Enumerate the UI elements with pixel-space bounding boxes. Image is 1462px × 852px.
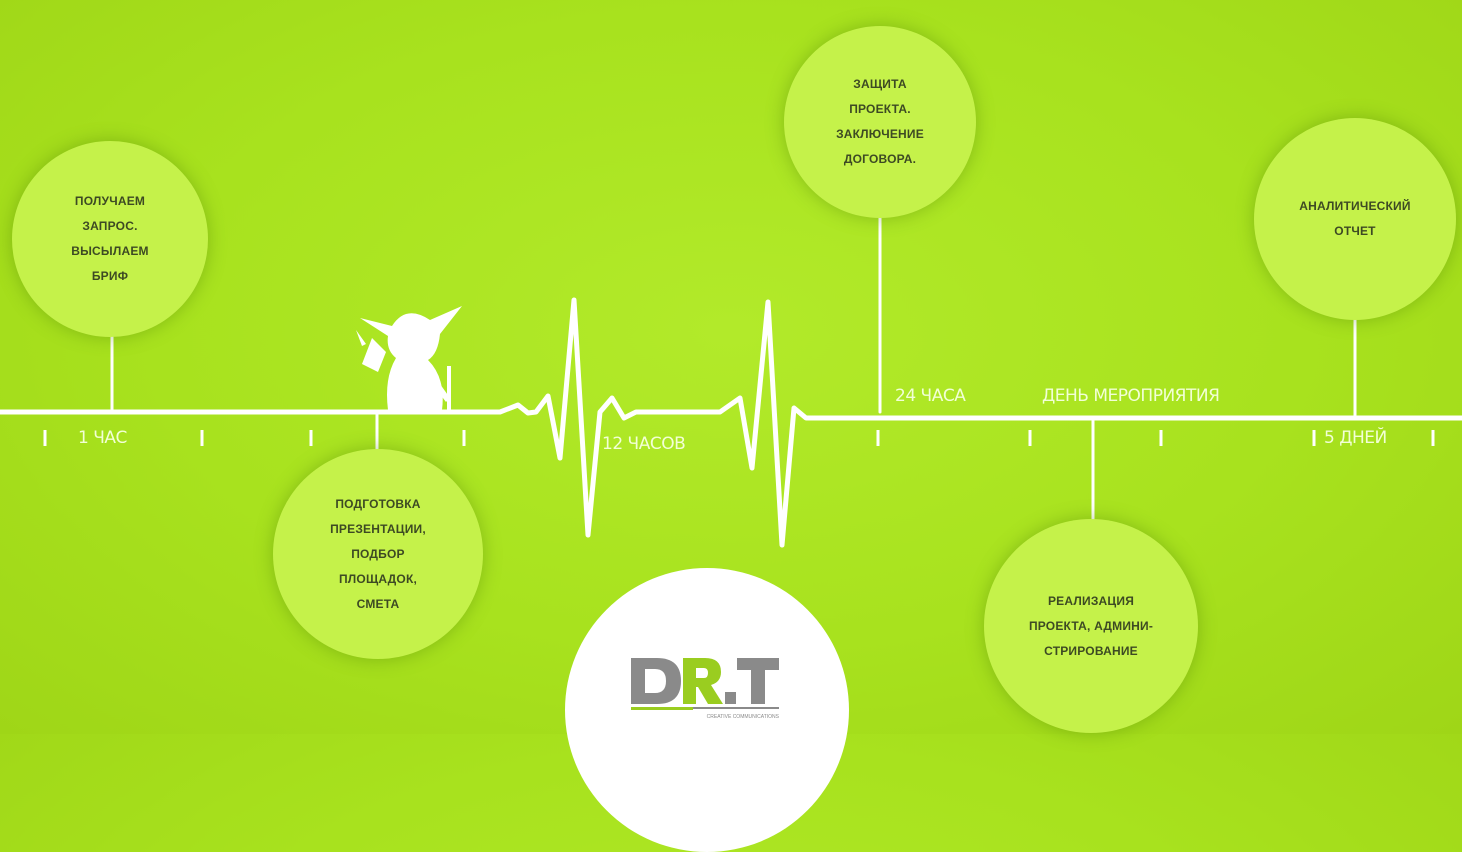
step-text: ДОГОВОРА. — [843, 152, 917, 166]
logo-underline-gray — [693, 707, 779, 709]
step-text: РЕАЛИЗАЦИЯ — [1047, 593, 1135, 608]
step-text: БРИФ — [91, 269, 129, 283]
step-realization-bubble: РЕАЛИЗАЦИЯ ПРОЕКТА, АДМИНИ- СТРИРОВАНИЕ — [984, 519, 1198, 733]
yoda-silhouette-icon — [356, 306, 462, 410]
step-defense-bubble: ЗАЩИТА ПРОЕКТА. ЗАКЛЮЧЕНИЕ ДОГОВОРА. — [784, 26, 976, 218]
timeline-graphics — [0, 0, 1462, 734]
timeline-ticks — [43, 430, 1435, 446]
label-12-hours: 12 ЧАСОВ — [602, 434, 686, 454]
step-text: ЗАЩИТА — [853, 77, 907, 91]
step-text: ЗАКЛЮЧЕНИЕ — [836, 127, 924, 141]
step-presentation-bubble: ПОДГОТОВКА ПРЕЗЕНТАЦИИ, ПОДБОР ПЛОЩАДОК,… — [273, 449, 483, 659]
step-text: ПРОЕКТА, АДМИНИ- — [1028, 618, 1154, 633]
label-event-day: ДЕНЬ МЕРОПРИЯТИЯ — [1042, 386, 1220, 406]
step-request-bubble: ПОЛУЧАЕМ ЗАПРОС. ВЫСЫЛАЕМ БРИФ — [12, 141, 208, 337]
label-5-days: 5 ДНЕЙ — [1324, 428, 1387, 448]
label-24-hours: 24 ЧАСА — [895, 386, 966, 406]
label-1-hour: 1 ЧАС — [78, 428, 127, 448]
logo-letter-t — [737, 658, 779, 704]
drt-logo: CREATIVE COMMUNICATIONS — [631, 658, 780, 720]
logo-circle: CREATIVE COMMUNICATIONS — [565, 568, 849, 852]
logo-letter-r — [683, 658, 723, 704]
step-report-bubble: АНАЛИТИЧЕСКИЙ ОТЧЕТ — [1254, 118, 1456, 320]
step-text: ОТЧЕТ — [1334, 224, 1376, 238]
step-text: СТРИРОВАНИЕ — [1044, 643, 1138, 658]
logo-letter-d — [631, 658, 681, 704]
step-text: СМЕТА — [356, 596, 400, 611]
logo-underline — [631, 707, 693, 710]
step-text: ПОДГОТОВКА — [335, 496, 421, 511]
logo-dot — [725, 692, 736, 704]
logo-tagline: CREATIVE COMMUNICATIONS — [707, 714, 780, 720]
step-text: ПЛОЩАДОК, — [338, 571, 418, 586]
step-text: ВЫСЫЛАЕМ — [71, 244, 149, 258]
step-text: ПРОЕКТА. — [849, 102, 911, 116]
step-text: ПОЛУЧАЕМ — [74, 194, 146, 208]
step-text: ПОДБОР — [351, 546, 405, 561]
step-text: АНАЛИТИЧЕСКИЙ — [1299, 199, 1411, 213]
step-text: ЗАПРОС. — [82, 219, 138, 233]
timeline-diagram: 1 ЧАС 12 ЧАСОВ 24 ЧАСА ДЕНЬ МЕРОПРИЯТИЯ … — [0, 0, 1462, 734]
step-text: ПРЕЗЕНТАЦИИ, — [330, 521, 426, 536]
timeline-pulse-line — [0, 297, 1462, 548]
